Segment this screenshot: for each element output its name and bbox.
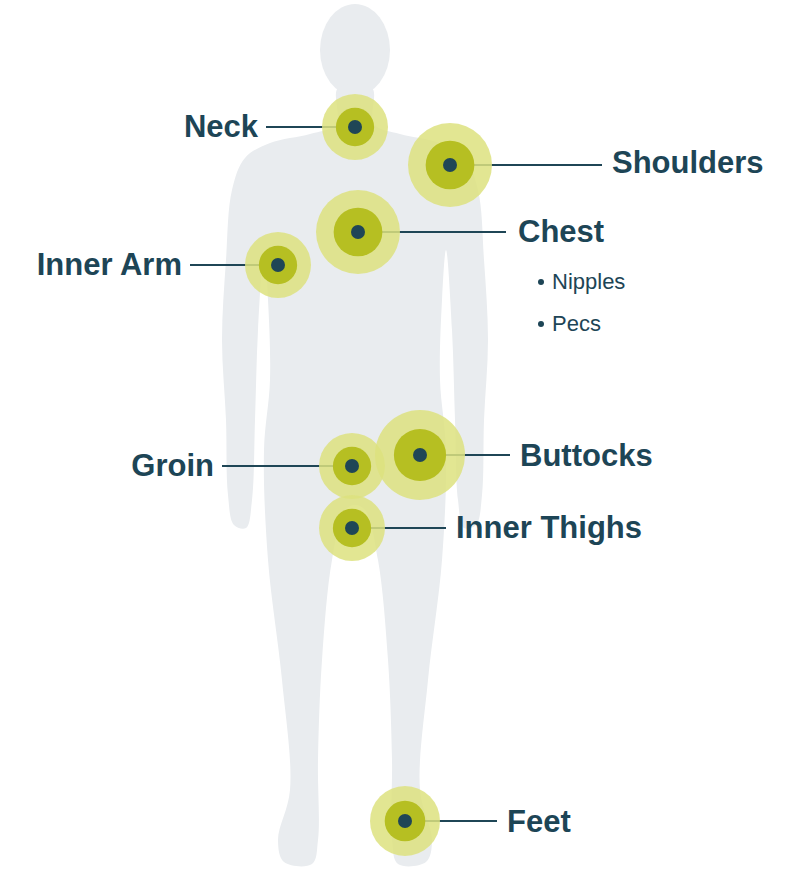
hotspot-dot — [271, 258, 285, 272]
hotspot-dot — [443, 158, 457, 172]
hotspot-outer — [245, 232, 311, 298]
hotspot-dot — [398, 814, 412, 828]
hotspot-outer — [319, 495, 385, 561]
hotspot-outer — [319, 433, 385, 499]
hotspot — [322, 94, 388, 160]
hotspot — [370, 786, 440, 856]
hotspot-outer — [408, 123, 492, 207]
hotspot-outer — [375, 410, 465, 500]
head-silhouette — [320, 4, 390, 96]
hotspot-inner — [394, 429, 446, 481]
hotspot-inner — [334, 208, 383, 257]
hotspot-dot — [351, 225, 365, 239]
body-part-label: Chest — [518, 214, 604, 250]
hotspot-dot — [345, 459, 359, 473]
hotspot-outer — [316, 190, 400, 274]
hotspot-inner — [385, 801, 426, 842]
hotspot — [319, 433, 385, 499]
hotspot-dot — [345, 521, 359, 535]
hotspot-inner — [259, 246, 297, 284]
body-part-label: Groin — [131, 448, 214, 484]
bullet — [538, 321, 544, 327]
hotspot-inner — [336, 108, 374, 146]
bullet — [538, 279, 544, 285]
hotspot-dot — [348, 120, 362, 134]
body-part-label: Pecs — [552, 311, 601, 336]
hotspot-inner — [333, 509, 371, 547]
hotspot — [375, 410, 465, 500]
body-part-label: Feet — [507, 804, 571, 840]
hotspot-inner — [426, 141, 475, 190]
body-part-label: Shoulders — [612, 145, 764, 181]
hotspot — [316, 190, 400, 274]
hotspot-outer — [370, 786, 440, 856]
body-part-label: Nipples — [552, 269, 625, 294]
hotspots — [245, 94, 492, 856]
body-part-label: Inner Arm — [37, 247, 182, 283]
hotspot-dot — [413, 448, 427, 462]
body-part-label: Neck — [184, 109, 258, 145]
hotspot-inner — [333, 447, 371, 485]
body-part-label: Inner Thighs — [456, 510, 642, 546]
hotspot-outer — [322, 94, 388, 160]
hotspot — [319, 495, 385, 561]
body-part-label: Buttocks — [520, 438, 653, 474]
hotspot — [408, 123, 492, 207]
hotspot — [245, 232, 311, 298]
